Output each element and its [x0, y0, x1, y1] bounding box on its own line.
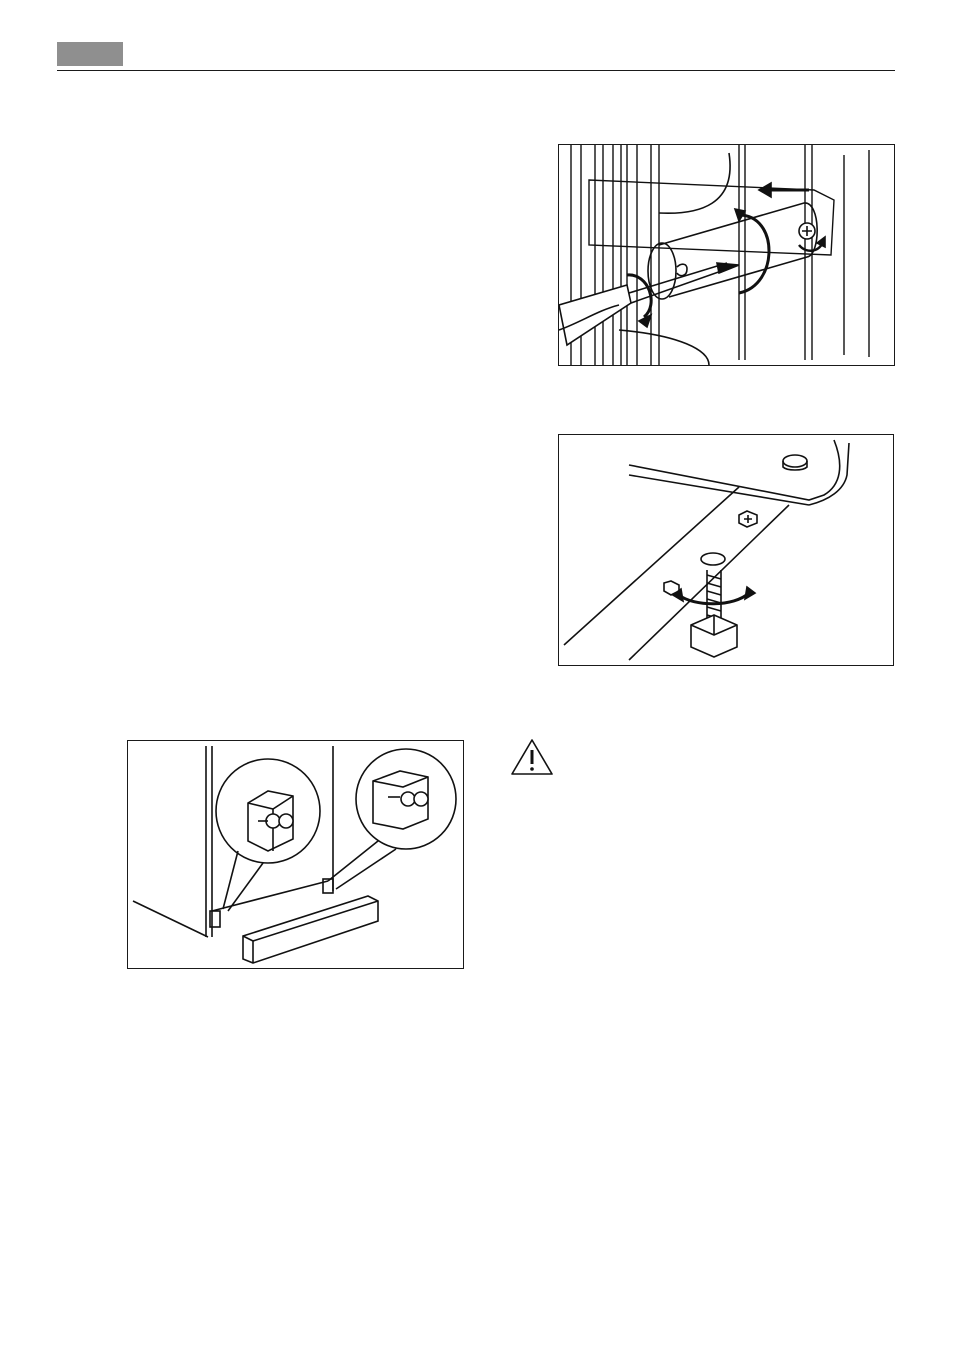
adjustable-foot-illustration: [558, 434, 894, 666]
header-rule: [57, 70, 895, 71]
header-tab: [57, 42, 123, 66]
warning-triangle-icon: [510, 738, 554, 776]
screwdriver-illustration: [558, 144, 895, 366]
plinth-bracket-illustration: [127, 740, 464, 969]
